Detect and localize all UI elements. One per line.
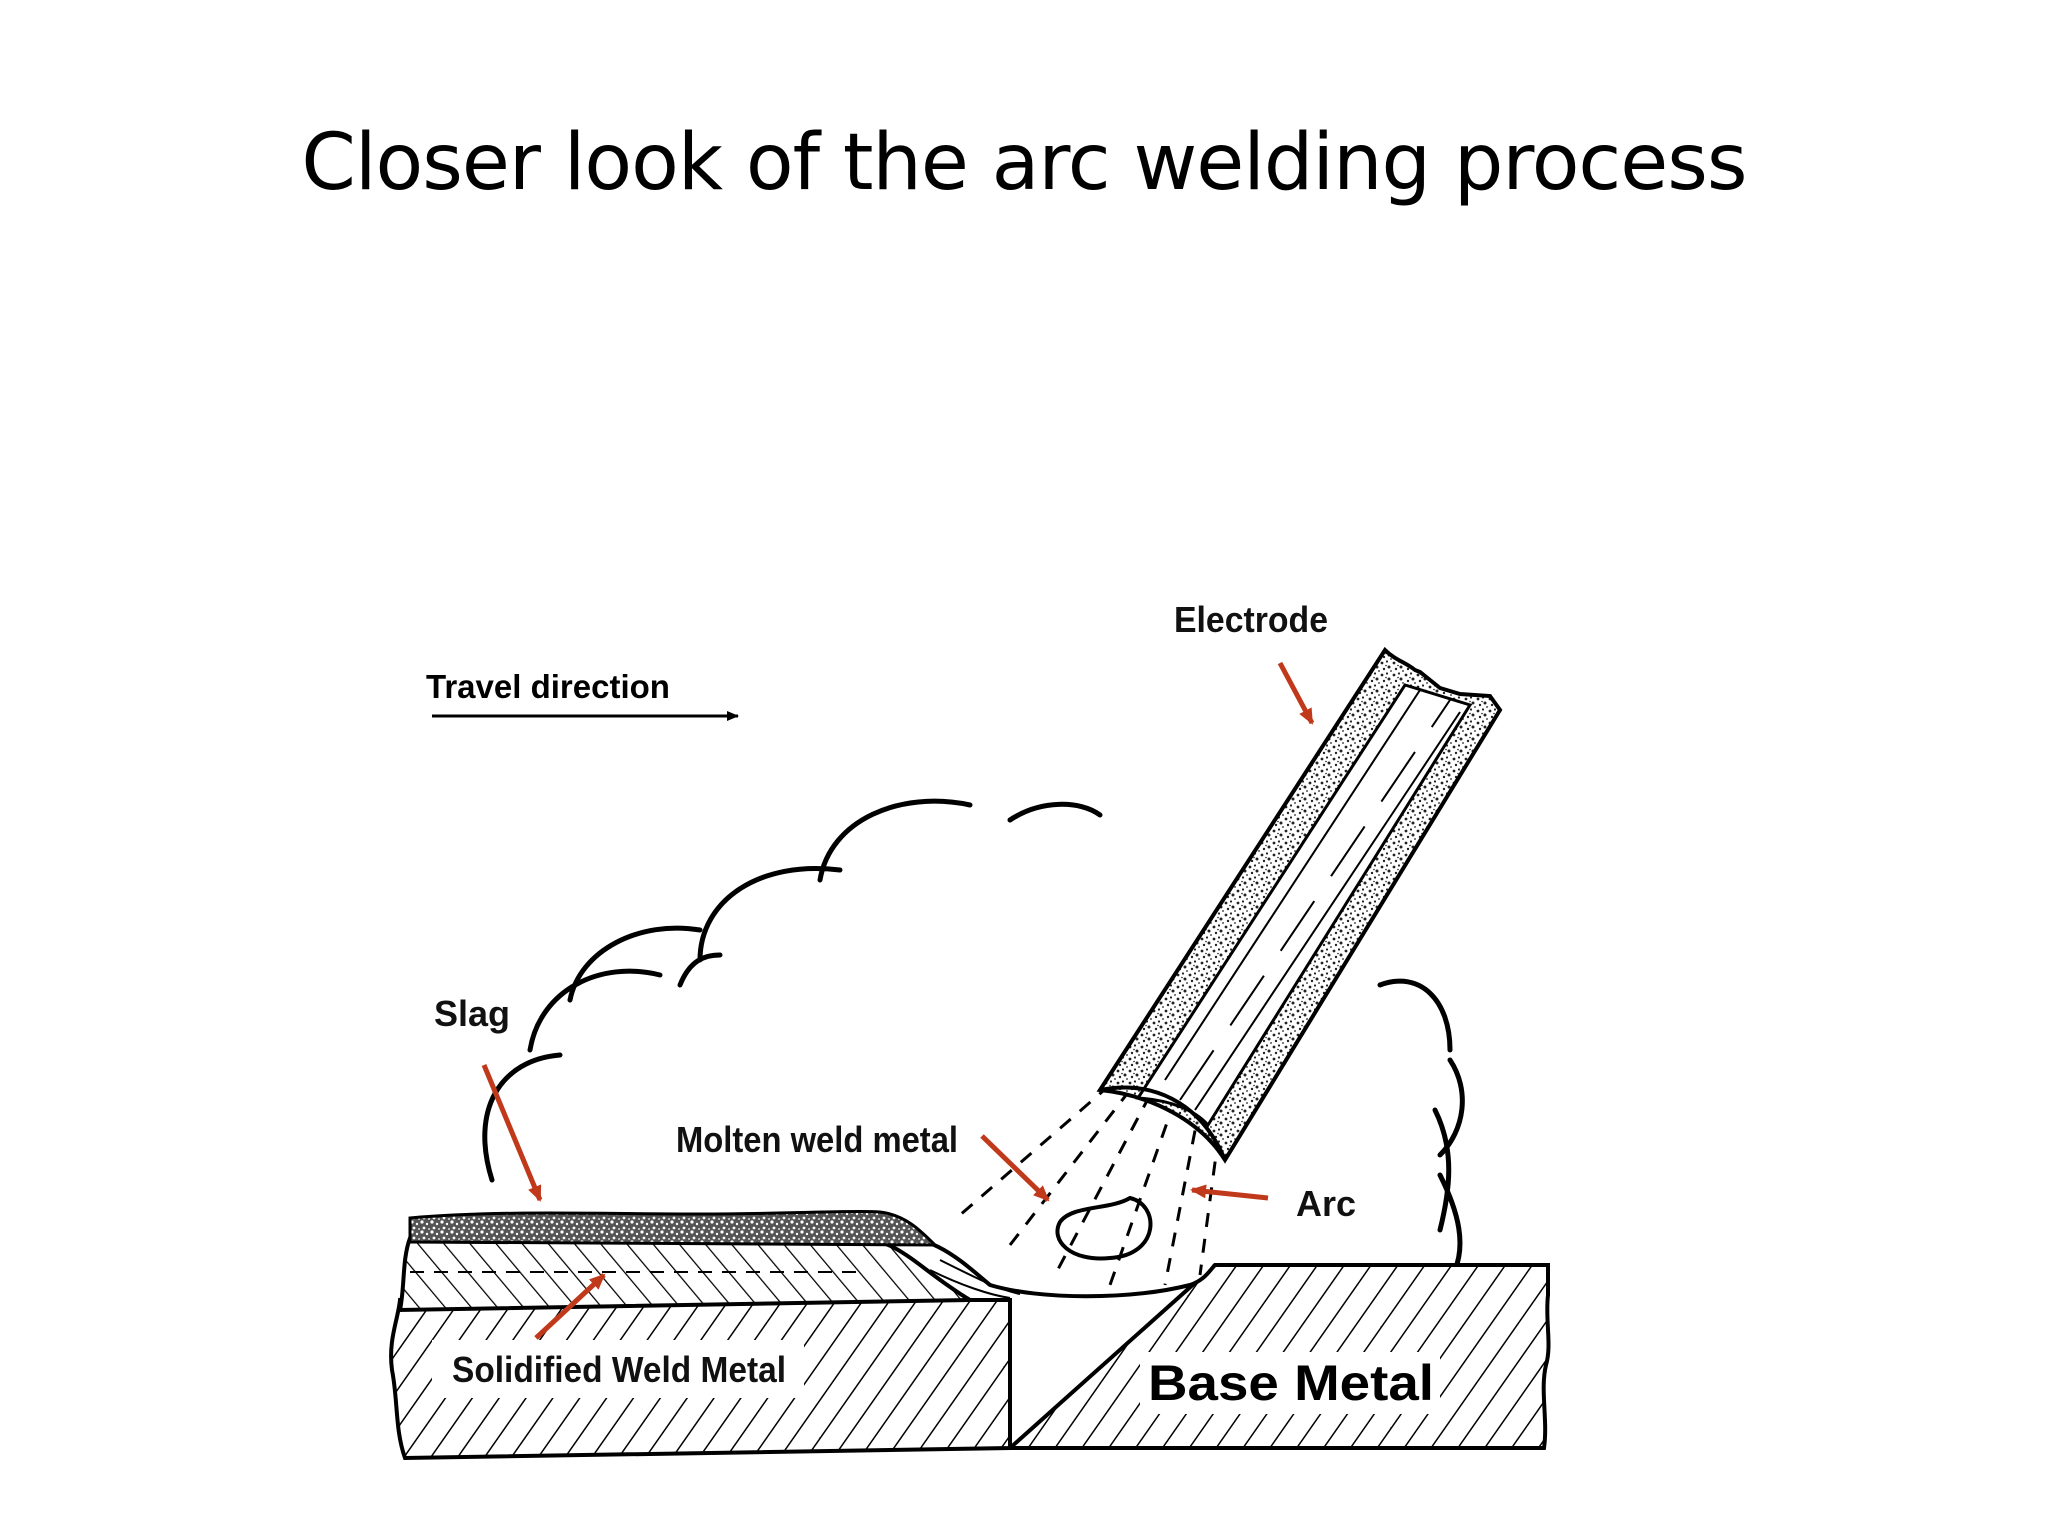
molten-pointer-arrow — [980, 1134, 1050, 1202]
electrode-label: Electrode — [1174, 599, 1328, 640]
slag-pointer-arrow — [481, 1064, 543, 1202]
travel-direction-label: Travel direction — [426, 668, 670, 705]
molten-weld-metal-label: Molten weld metal — [676, 1119, 958, 1160]
smoke-cloud — [482, 798, 1465, 1273]
electrode — [1096, 646, 1503, 1164]
pointer-arrows — [481, 661, 1315, 1340]
base-metal-label: Base Metal — [1148, 1355, 1434, 1411]
slag-layer — [408, 1209, 939, 1247]
slag-label: Slag — [434, 993, 510, 1034]
base-metal-label-box — [1140, 1352, 1440, 1414]
electrode-pointer-arrow — [1277, 661, 1315, 725]
arc-pointer-arrow — [1190, 1184, 1269, 1201]
molten-droplet — [1055, 1195, 1153, 1261]
arc-label: Arc — [1296, 1183, 1356, 1224]
slide-title: Closer look of the arc welding process — [301, 118, 1747, 208]
weld-pool — [879, 1234, 1217, 1299]
solidified-label-box — [432, 1340, 804, 1398]
solidified-weld-metal-label: Solidified Weld Metal — [452, 1349, 786, 1390]
solidified-pointer-arrow — [534, 1273, 606, 1340]
arc-rays — [959, 1083, 1224, 1286]
solidified-weld-layer — [397, 1236, 978, 1313]
